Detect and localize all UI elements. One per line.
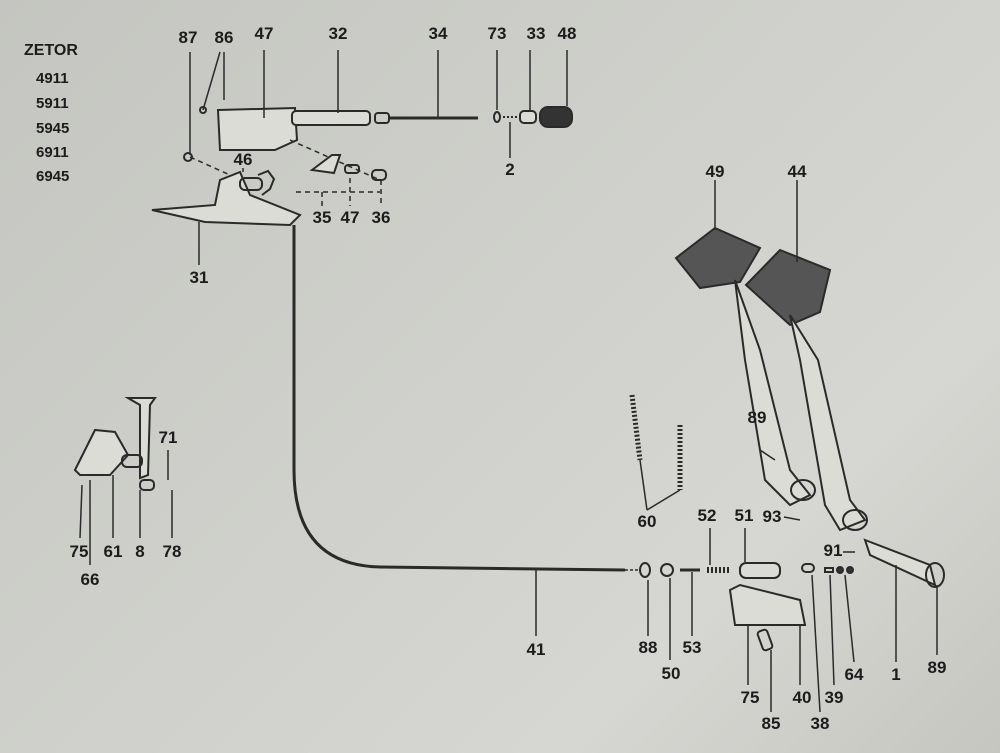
springs <box>629 394 683 511</box>
part-label-36: 36 <box>371 208 391 227</box>
control-cable <box>292 225 640 636</box>
part-label-51: 51 <box>734 506 754 525</box>
part-label-89: 89 <box>747 408 767 427</box>
part-label-60: 60 <box>637 512 657 531</box>
part-label-52: 52 <box>697 506 717 525</box>
part-label-41: 41 <box>526 640 546 659</box>
part-label-85: 85 <box>761 714 781 733</box>
part-label-46: 46 <box>233 150 253 169</box>
part-label-78: 78 <box>162 542 182 561</box>
part-label-87: 87 <box>178 28 198 47</box>
part-label-89: 89 <box>927 658 947 677</box>
part-label-61: 61 <box>103 542 123 561</box>
part-label-53: 53 <box>682 638 702 657</box>
part-label-34: 34 <box>428 24 448 43</box>
part-label-40: 40 <box>792 688 812 707</box>
part-label-71: 71 <box>158 428 178 447</box>
part-label-75: 75 <box>740 688 760 707</box>
part-label-35: 35 <box>312 208 332 227</box>
model-number: 6911 <box>36 144 69 161</box>
model-number: 5945 <box>36 120 70 137</box>
part-label-50: 50 <box>661 664 681 683</box>
part-label-88: 88 <box>638 638 658 657</box>
part-label-39: 39 <box>824 688 844 707</box>
part-label-93: 93 <box>762 507 782 526</box>
part-label-75: 75 <box>69 542 89 561</box>
part-label-48: 48 <box>557 24 577 43</box>
part-label-86: 86 <box>214 28 234 47</box>
small-parts-row <box>639 449 855 713</box>
part-label-8: 8 <box>135 542 145 561</box>
part-label-32: 32 <box>328 24 348 43</box>
part-label-47: 47 <box>340 208 360 227</box>
part-label-91: 91 <box>823 541 843 560</box>
model-number: 5911 <box>36 95 69 112</box>
part-label-31: 31 <box>189 268 209 287</box>
part-label-2: 2 <box>505 160 515 179</box>
throttle-bracket-assembly <box>151 50 573 265</box>
part-label-44: 44 <box>787 162 807 181</box>
part-label-1: 1 <box>891 665 901 684</box>
hand-lever-assembly <box>73 397 173 565</box>
part-label-47: 47 <box>254 24 274 43</box>
part-label-64: 64 <box>844 665 864 684</box>
model-number: 4911 <box>36 70 69 87</box>
part-label-73: 73 <box>487 24 507 43</box>
part-label-33: 33 <box>526 24 546 43</box>
part-label-66: 66 <box>80 570 100 589</box>
part-label-49: 49 <box>705 162 725 181</box>
brand-title: ZETOR <box>24 42 78 59</box>
pedal-assembly <box>674 180 945 662</box>
part-label-38: 38 <box>810 714 830 733</box>
model-number: 6945 <box>36 168 70 185</box>
